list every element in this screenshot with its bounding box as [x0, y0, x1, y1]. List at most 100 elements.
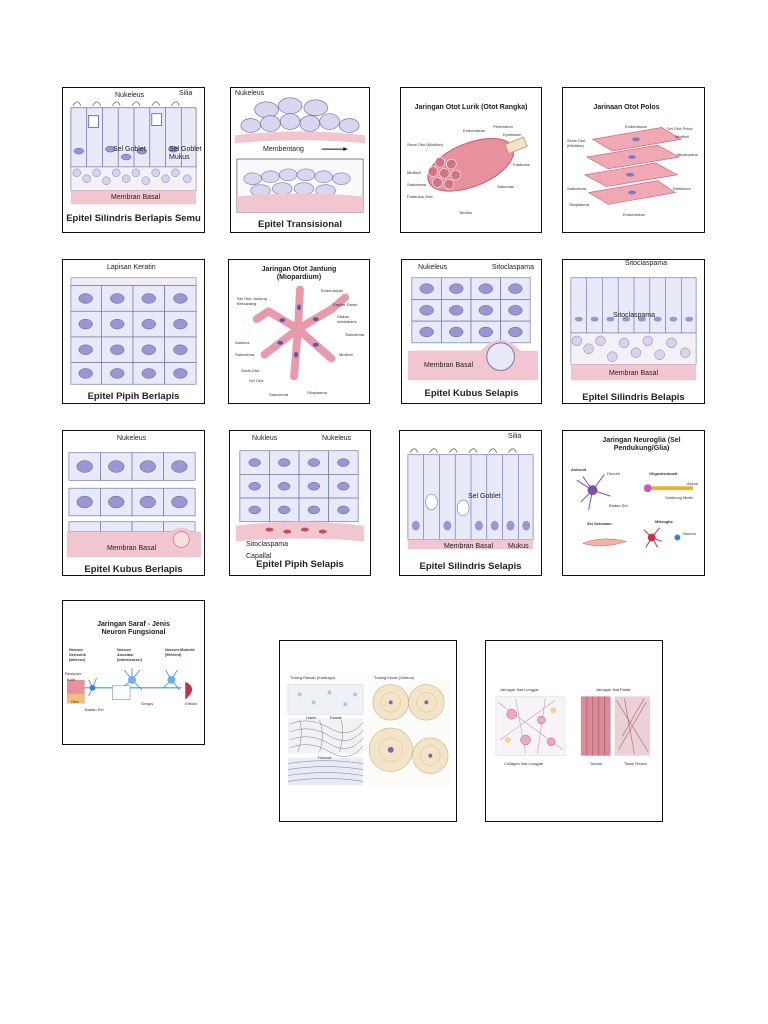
label-sel-otot-polos: Sel Otot Polos: [667, 126, 693, 131]
label-endomisium: Endomisium: [463, 128, 486, 133]
label-otot: Otot: [71, 699, 79, 704]
card-epitel-silindris-belapis: Sitoclaspama Sitoclaspama Membran Basal …: [562, 259, 705, 404]
label-sitoclaspama: Sitoclaspama: [246, 541, 289, 548]
card-epitel-pipih-berlapis: Lapisan Keratin Epitel Pipih Berlapis: [62, 259, 205, 404]
card-jaringan-saraf: Jaringan Saraf - Jenis Neuron Fungsional…: [62, 600, 205, 745]
label-nukeleus: Nukeleus: [322, 435, 352, 442]
label-neuron-sensorik: Neuron Sensorik (aferent): [69, 647, 86, 662]
label-sarkolema: Sarkolema: [407, 182, 427, 187]
label-nukeleus: Nukeleus: [115, 92, 145, 99]
label-endomisium: Endomisium: [321, 288, 344, 293]
label-sitoplasma: Sitoplasma: [569, 202, 589, 207]
label-capallal: Capallal: [246, 553, 272, 560]
label-miofibril: Miofibril: [675, 134, 689, 139]
label-tulang-rawan: Tulang Rawan (Kartilago): [290, 675, 336, 680]
label-sel-goblet: Sel Goblet: [468, 493, 501, 500]
label-mikroglia: Mikroglia: [655, 519, 673, 524]
card-jaringan-ikat: Jaringan Ikat Longgar Jaringan Ikat Pada…: [485, 640, 663, 822]
label-kulit: Kulit: [67, 677, 75, 682]
label-tendon: Tendon: [459, 210, 473, 215]
caption: Epitel Silindris Berlapis Semu: [66, 213, 201, 224]
label-nukleus: Nukleus: [235, 340, 250, 345]
label-sel-otot: Sel Otot: [249, 378, 264, 383]
label-badan-sel: Badan Sel: [85, 707, 104, 712]
card-otot-jantung: Jaringan Otot Jantung (Miopardium) Sel O…: [228, 259, 370, 404]
label-neuron: Neuron: [683, 531, 697, 536]
title: Jaringan Neuroglia (Sel Pendukung/Glia): [602, 437, 681, 452]
label-fibrosa: Fibrosa: [318, 755, 332, 760]
title: Jaringan Otot Lurik (Otot Rangka): [414, 104, 528, 111]
card-epitel-transisional: Nukeleus Membentang Epitel Transisional: [230, 87, 370, 233]
stratified-squamous-diagram: [70, 277, 197, 385]
card-tulang: Tulang Rawan (Kartilago) Tulang Keras (O…: [279, 640, 457, 822]
label-serat-otot: Serat Otot (Miofiber): [407, 142, 444, 147]
label-sel-otot-jantung: Sel Otot Jantung Bercabang: [237, 296, 267, 306]
smooth-muscle-diagram: [583, 127, 683, 205]
simple-squamous-diagram: [235, 450, 365, 542]
caption: Epitel Silindris Belapis: [582, 392, 685, 403]
label-silia: Silia: [508, 433, 522, 440]
label-retikulum: Retikulum: [673, 186, 691, 191]
label-lapisan-keratin: Lapisan Keratin: [107, 264, 156, 271]
cartilage-bone-diagram: [287, 680, 451, 786]
label-nukeleus: Nukeleus: [418, 264, 448, 271]
label-akson: Akson: [687, 481, 699, 486]
label-neuron-asosiasi: Neuron Asosiasi (Interneuron): [117, 647, 142, 662]
label-endomisium: Endomisium: [625, 124, 648, 129]
label-dendrit: Dendrit: [607, 471, 620, 476]
caption: Epitel Kubus Selapis: [424, 388, 519, 399]
neuron-types-diagram: [66, 668, 193, 704]
title: Jaringan Saraf - Jenis Neuron Fungsional: [97, 621, 170, 636]
label-perimisium: Perimisium: [493, 124, 513, 129]
label-nukeleus: Nukeleus: [117, 435, 147, 442]
label-sarkolema: Sarkolema: [567, 186, 587, 191]
card-otot-polos: Jarinaan Otot Polos Endomisium Sel Otot …: [562, 87, 705, 233]
label-oligodendrosit: Oligodendrosit: [649, 471, 678, 476]
label-sel-schwann: Sel Schwann: [587, 521, 612, 526]
label-diskus-interkalaris: Diskus Interkalaris: [337, 314, 357, 324]
transitional-epithelium-diagram: [234, 97, 366, 213]
label-miofibril: Miofibril: [339, 352, 353, 357]
label-selubung-mielin: Selubung Mielin: [665, 495, 694, 500]
title: Jaringan Otot Jantung (Miopardium): [261, 266, 337, 281]
card-epitel-pipih-selapis: Nukleus Nukeleus Sitoclaspama Capallal E…: [229, 430, 371, 576]
caption: Epitel Kubus Berlapis: [84, 564, 183, 575]
label-epimisium: Epimisium: [503, 132, 522, 137]
label-efektor: Efektor: [185, 701, 198, 706]
label-sinaps: Sinaps: [141, 701, 154, 706]
label-fasikulus-otot: Fasikulus Otot: [407, 194, 433, 199]
label-serat-otot: Serat Otot: [241, 368, 260, 373]
label-miofibril: Miofibril: [407, 170, 421, 175]
label-neuron-motorik: Neuron Motorik (Eferent): [165, 647, 195, 657]
label-mitokondria: Mitokondria: [677, 152, 698, 157]
label-endomisium-2: Endomisium: [623, 212, 646, 217]
label-badan-sel: Badan Sel: [609, 503, 628, 508]
card-epitel-kubus-berlapis: Nukeleus Membran Basal Epitel Kubus Berl…: [62, 430, 205, 576]
caption: Epitel Pipih Berlapis: [87, 391, 180, 402]
label-sarkomer: Sarkomer: [497, 184, 515, 189]
label-ikat-padat: Jaringan Ikat Padat: [596, 687, 631, 692]
label-membran-basal: Membran Basal: [111, 194, 161, 201]
stratified-cuboidal-diagram: [66, 452, 202, 558]
label-collagen: Collagen Ikat Longgar: [504, 761, 544, 766]
label-sitoclaspama-2: Sitoclaspama: [613, 312, 656, 319]
title: Jarinaan Otot Polos: [593, 104, 660, 111]
label-sitoplasma: Sitoplasma: [307, 390, 327, 395]
label-sitoclaspama: Sitoclaspama: [625, 260, 668, 267]
label-sarkolema-3: Sarkolema: [269, 392, 289, 397]
label-nukeleus: Nukeleus: [235, 90, 265, 97]
card-epitel-silindris-selapis: Silia Sel Goblet Membran Basal Mukus Epi…: [399, 430, 542, 576]
stratified-columnar-diagram: [570, 277, 697, 381]
caption: Epitel Silindris Selapis: [419, 561, 522, 572]
label-astrosit: Astrosit: [571, 467, 587, 472]
label-sitoclaspama: Sitoclaspama: [492, 264, 535, 271]
label-sarkolema-2: Sarkolema: [235, 352, 255, 357]
label-membentang: Membentang: [263, 146, 304, 153]
label-sel-goblet: Sel Goblet: [113, 146, 146, 153]
label-fasikulus: Fasikulus: [513, 162, 530, 167]
connective-tissue-diagram: [495, 696, 651, 756]
label-tidak-teratur: Tidak Teratur: [624, 761, 648, 766]
label-membran-basal: Membran Basal: [609, 370, 659, 377]
card-neuroglia: Jaringan Neuroglia (Sel Pendukung/Glia) …: [562, 430, 705, 576]
label-kapiler-darah: Kapiler Darah: [333, 302, 358, 307]
